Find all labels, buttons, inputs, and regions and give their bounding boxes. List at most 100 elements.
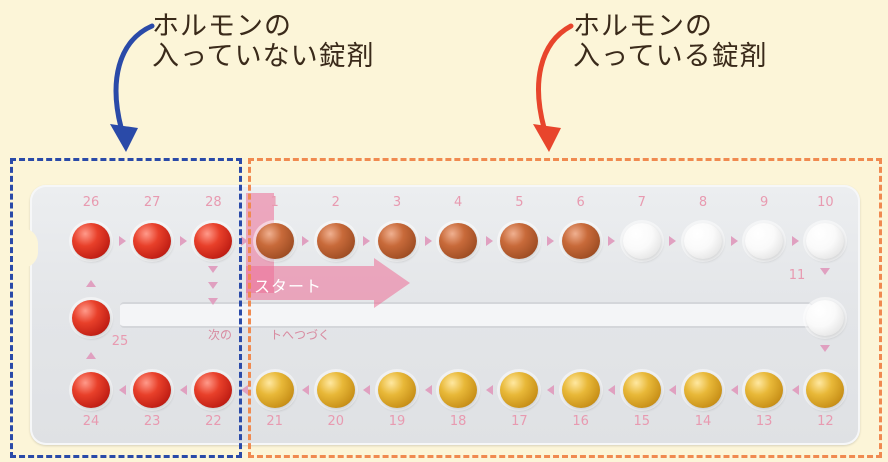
arrow-left-icon xyxy=(485,385,493,395)
day-number-24: 24 xyxy=(82,414,100,429)
day-number-9: 9 xyxy=(760,195,769,210)
start-label: スタート xyxy=(254,277,323,296)
day-number-17: 17 xyxy=(511,414,528,429)
callout-hormone-free-line2: 入っていない錠剤 xyxy=(152,41,375,72)
day-number-11: 11 xyxy=(788,268,806,283)
day-number-14: 14 xyxy=(694,414,712,429)
arrow-right-icon xyxy=(241,236,248,246)
pill-day-26 xyxy=(72,223,110,259)
pill-day-5 xyxy=(500,223,539,259)
pill-day-11 xyxy=(806,300,844,336)
arrow-left-icon xyxy=(302,385,310,395)
day-number-1: 1 xyxy=(270,195,279,210)
pill-day-14 xyxy=(684,372,722,408)
blue-curved-arrow-icon xyxy=(110,23,155,152)
red-curved-arrow-icon xyxy=(533,23,574,152)
day-number-5: 5 xyxy=(515,195,524,210)
arrow-down-icon xyxy=(208,282,218,289)
day-number-16: 16 xyxy=(572,414,589,429)
pill-day-12 xyxy=(806,372,845,408)
callout-hormone-active: ホルモンの 入っている錠剤 xyxy=(573,12,768,72)
day-number-3: 3 xyxy=(392,195,402,210)
arrow-left-icon xyxy=(363,385,371,395)
day-number-20: 20 xyxy=(327,414,345,429)
pill-day-4 xyxy=(439,223,478,259)
arrow-right-icon xyxy=(730,236,738,246)
next-label-end: トへつづく xyxy=(270,328,331,342)
day-number-18: 18 xyxy=(449,414,467,429)
callout-hormone-active-line2: 入っている錠剤 xyxy=(573,41,768,72)
pill-day-21 xyxy=(255,372,294,408)
pill-day-28 xyxy=(194,223,233,259)
pill-day-7 xyxy=(622,223,661,259)
pill-day-16 xyxy=(561,372,600,408)
arrow-down-icon xyxy=(208,298,218,305)
arrow-right-icon xyxy=(424,236,432,246)
arrow-right-icon xyxy=(791,236,799,246)
callout-hormone-free: ホルモンの 入っていない錠剤 xyxy=(152,12,375,72)
callout-hormone-free-line1: ホルモンの xyxy=(152,11,292,42)
arrow-left-icon xyxy=(179,385,187,395)
start-arrowhead-icon xyxy=(374,258,410,308)
pack-notch xyxy=(22,228,38,268)
pill-day-22 xyxy=(194,372,233,408)
day-number-12: 12 xyxy=(817,414,834,429)
arrow-left-icon xyxy=(608,385,616,395)
start-arrow-body xyxy=(246,266,374,300)
arrow-left-icon xyxy=(791,385,799,395)
day-number-13: 13 xyxy=(755,414,773,429)
day-number-8: 8 xyxy=(698,195,708,210)
day-number-26: 26 xyxy=(82,195,100,210)
day-number-7: 7 xyxy=(637,195,646,210)
arrow-down-icon xyxy=(208,266,218,273)
day-number-23: 23 xyxy=(143,414,161,429)
arrow-right-icon xyxy=(118,236,126,246)
arrow-right-icon xyxy=(669,236,677,246)
day-number-25: 25 xyxy=(111,334,129,349)
pill-day-24 xyxy=(72,372,110,408)
pill-day-3 xyxy=(378,223,416,259)
pill-day-10 xyxy=(806,223,845,259)
pill-day-18 xyxy=(439,372,478,408)
arrow-left-icon xyxy=(547,385,554,395)
pill-day-8 xyxy=(684,223,722,259)
day-number-22: 22 xyxy=(205,414,222,429)
day-number-19: 19 xyxy=(388,414,406,429)
callout-hormone-active-line1: ホルモンの xyxy=(573,11,713,42)
pill-day-17 xyxy=(500,372,539,408)
arrow-down-icon xyxy=(820,268,830,275)
pill-day-13 xyxy=(745,372,784,408)
pill-day-1 xyxy=(255,223,294,259)
pack-center-strip xyxy=(120,302,812,328)
arrow-right-icon xyxy=(547,236,554,246)
arrow-right-icon xyxy=(363,236,371,246)
pill-day-27 xyxy=(133,223,172,259)
pill-day-15 xyxy=(622,372,661,408)
pill-day-2 xyxy=(316,223,355,259)
day-number-27: 27 xyxy=(143,195,161,210)
day-number-4: 4 xyxy=(454,195,463,210)
day-number-10: 10 xyxy=(817,195,834,210)
arrow-up-icon xyxy=(86,352,96,359)
pill-day-19 xyxy=(378,372,416,408)
arrow-down-icon xyxy=(820,345,830,352)
arrow-right-icon xyxy=(302,236,310,246)
arrow-left-icon xyxy=(669,385,677,395)
arrow-right-icon xyxy=(179,236,187,246)
arrow-left-icon xyxy=(241,385,248,395)
day-number-28: 28 xyxy=(205,195,222,210)
hormone-active-group-box xyxy=(248,158,882,458)
pill-day-20 xyxy=(316,372,355,408)
day-number-21: 21 xyxy=(266,414,283,429)
day-number-15: 15 xyxy=(633,414,651,429)
arrow-left-icon xyxy=(730,385,738,395)
arrow-up-icon xyxy=(86,280,96,287)
arrow-left-icon xyxy=(118,385,126,395)
hormone-free-group-box xyxy=(10,158,242,458)
arrow-right-icon xyxy=(608,236,616,246)
day-number-6: 6 xyxy=(576,195,585,210)
pill-day-6 xyxy=(561,223,600,259)
pill-day-9 xyxy=(745,223,784,259)
arrow-right-icon xyxy=(485,236,493,246)
pill-day-23 xyxy=(133,372,172,408)
